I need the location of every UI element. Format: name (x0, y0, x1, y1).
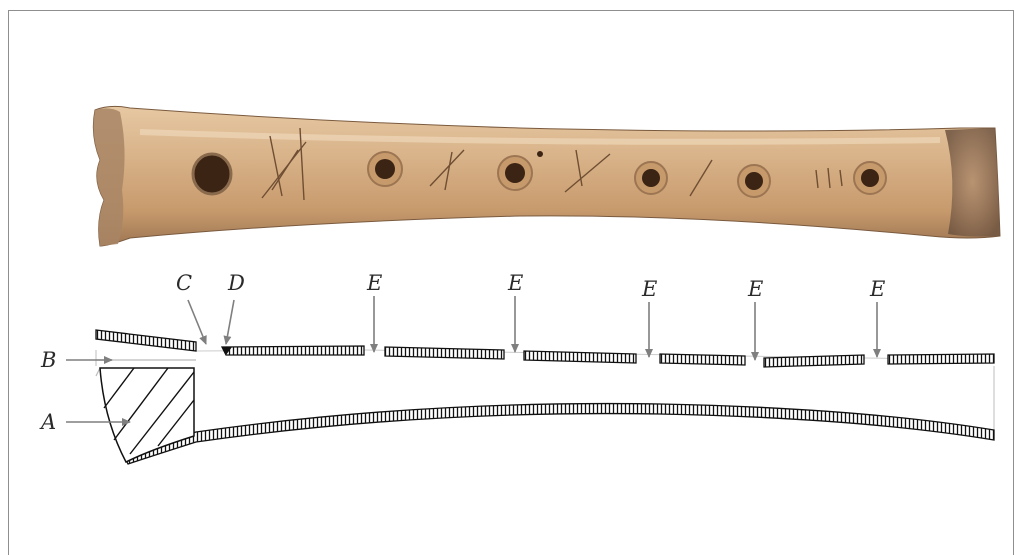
flute-section-diagram: B A C D E E E E E (39, 271, 994, 464)
label-E: E (366, 271, 382, 295)
label-E: E (507, 271, 523, 295)
photo-finger-hole-opening (375, 159, 395, 179)
arrow-C (188, 300, 206, 344)
label-C: C (176, 271, 192, 295)
label-E: E (641, 277, 657, 301)
label-E: E (869, 277, 885, 301)
photo-finger-hole-opening (642, 169, 660, 187)
photo-finger-hole-opening (505, 163, 525, 183)
arrow-D (226, 300, 234, 344)
label-D: D (227, 271, 245, 295)
bottom-wall (124, 404, 994, 464)
photo-dark-spot (537, 151, 543, 157)
label-B: B (40, 348, 56, 372)
photo-finger-hole-opening (745, 172, 763, 190)
photo-window-hole (193, 154, 231, 194)
label-A: A (39, 410, 56, 434)
photo-finger-hole-opening (861, 169, 879, 187)
plug-A (100, 368, 194, 462)
bone-right-dark-end (945, 128, 1000, 237)
bone-flute-photo (93, 106, 1000, 246)
label-E: E (747, 277, 763, 301)
bone-left-rough-end (93, 108, 124, 246)
